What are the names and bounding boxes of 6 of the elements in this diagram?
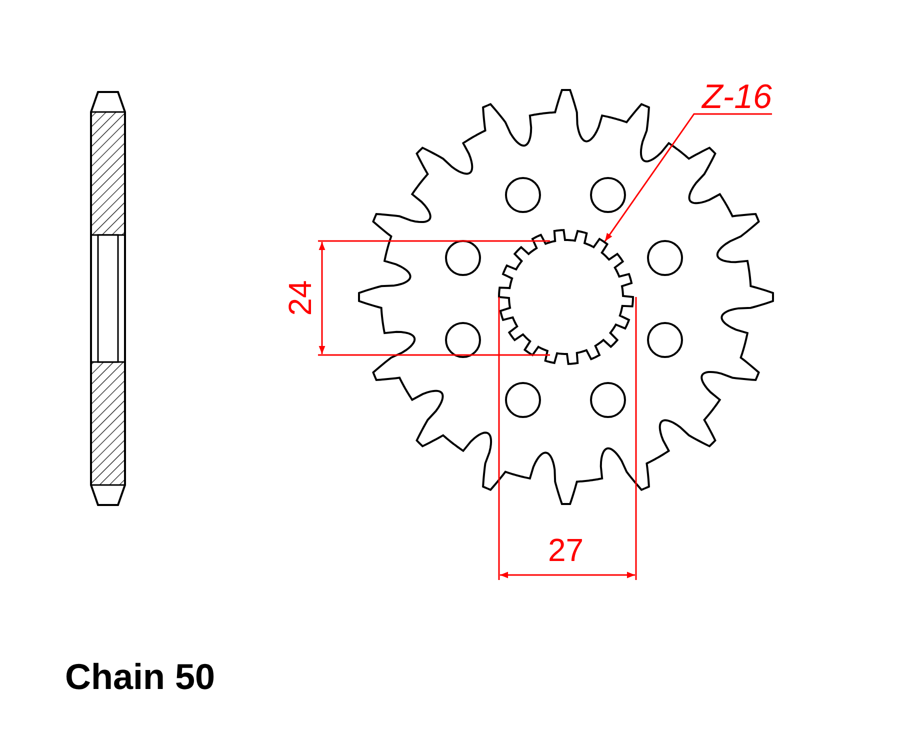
spline-bore <box>498 229 634 365</box>
dimension-value: 27 <box>548 534 584 566</box>
callout-label: Z-16 <box>702 80 772 114</box>
leader-line <box>604 113 772 242</box>
chain-size-label: Chain 50 <box>65 659 216 695</box>
dimension-value: 24 <box>284 280 316 316</box>
